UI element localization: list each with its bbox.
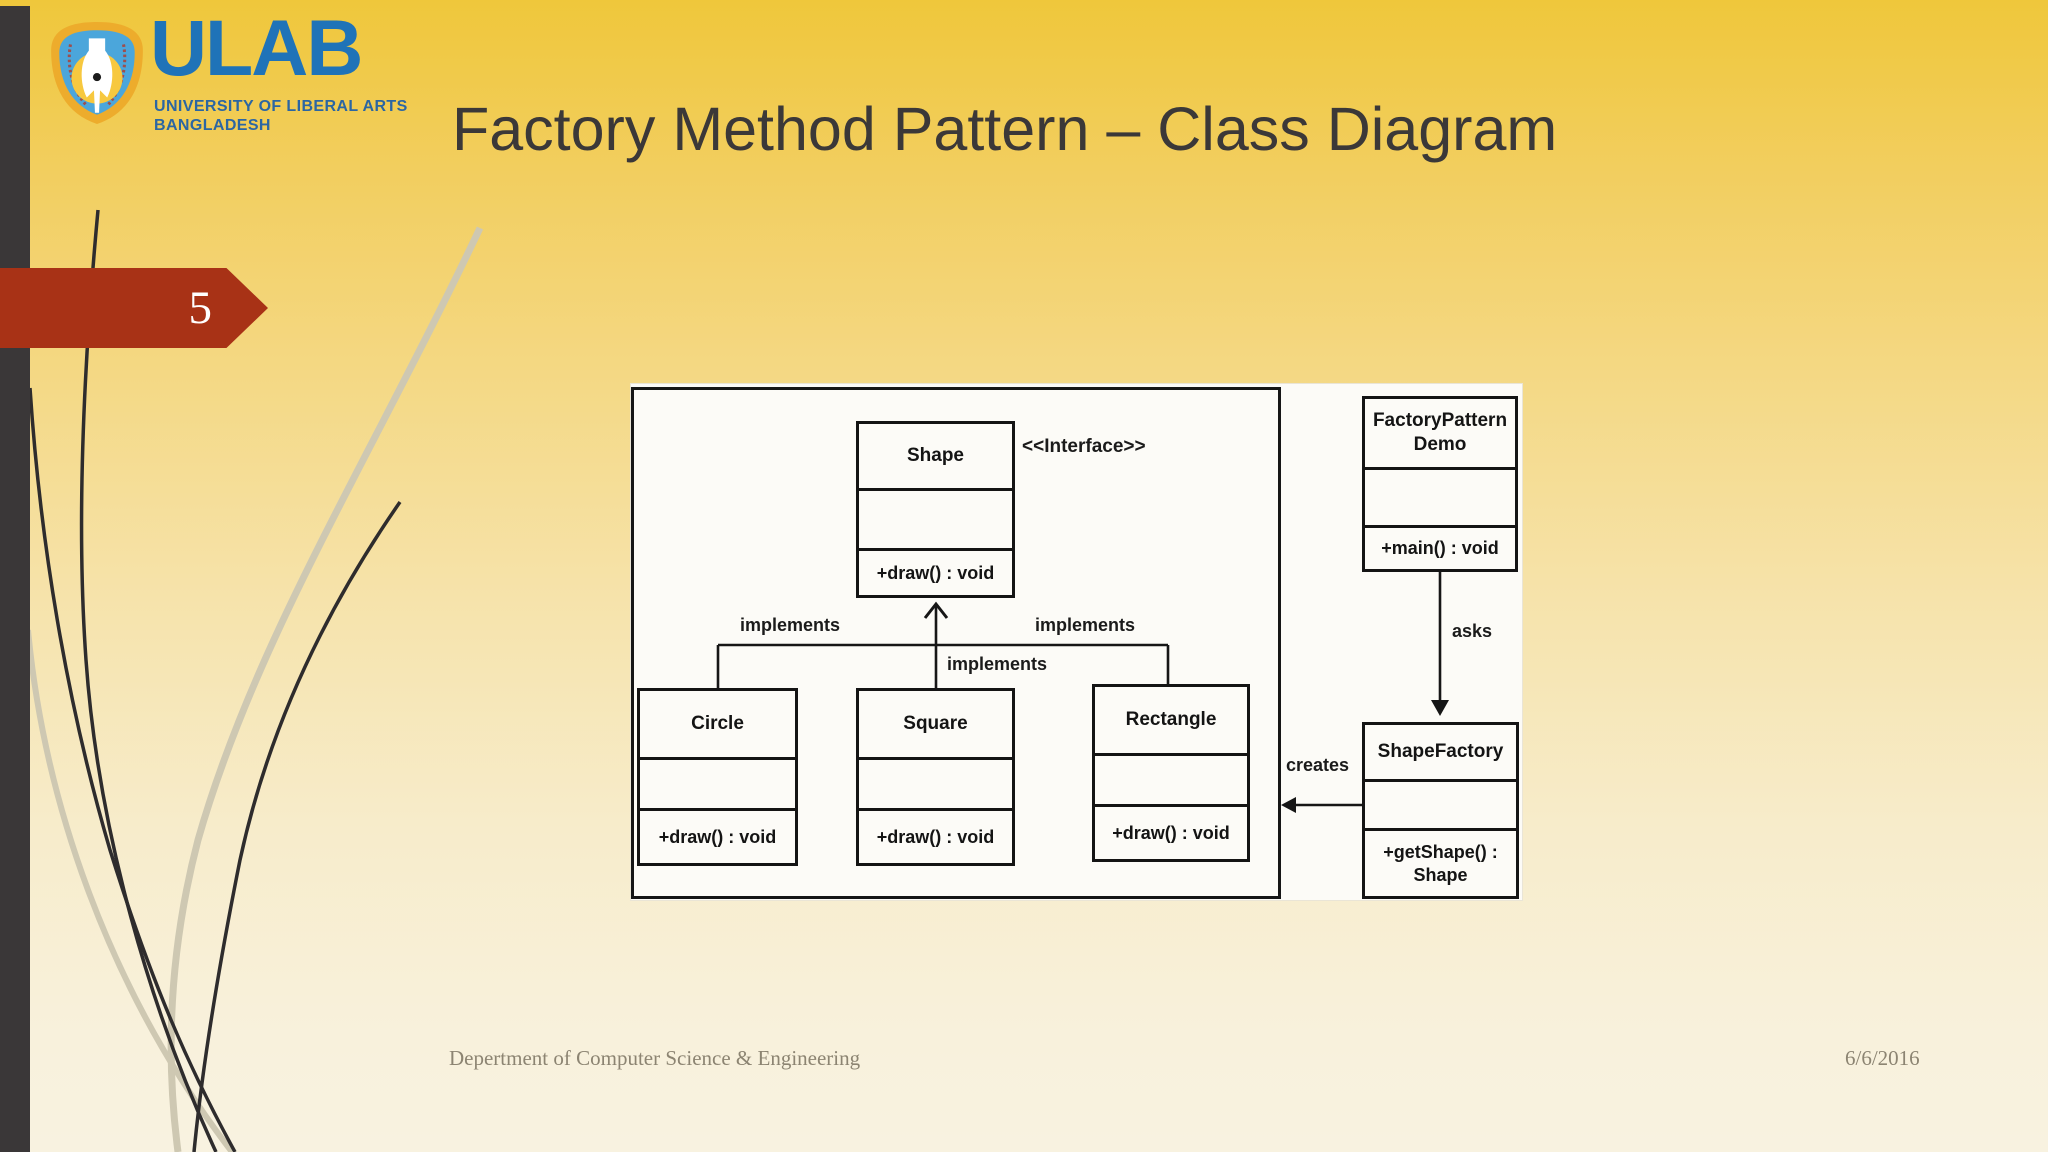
uml-class-factory-pattern-demo: FactoryPattern Demo +main() : void [1362,396,1518,572]
class-methods: +getShape() : Shape [1365,828,1516,896]
creates-arrowhead [1281,797,1296,813]
pen-nib-icon [81,38,113,113]
class-attributes [859,757,1012,808]
asks-label: asks [1452,621,1493,641]
class-methods: +draw() : void [640,808,795,863]
class-name: Rectangle [1125,709,1217,731]
ulab-tagline-line1: UNIVERSITY OF LIBERAL ARTS [154,98,408,115]
class-attributes [1365,779,1516,828]
uml-class-shape: Shape +draw() : void [856,421,1015,598]
implements-label-right: implements [1034,615,1136,635]
page-title: Factory Method Pattern – Class Diagram [452,95,1558,163]
implements-label-middle: implements [946,654,1048,674]
implements-label-left: implements [739,615,841,635]
class-attributes [640,757,795,808]
diagram-outer-frame [631,387,1281,899]
footer-date: 6/6/2016 [1845,1046,1920,1070]
class-name: Shape [906,445,965,467]
ulab-emblem-icon [51,22,143,124]
class-attributes [859,488,1012,548]
left-accent-bar [0,6,30,1152]
asks-arrowhead [1431,700,1449,716]
footer-department: Depertment of Computer Science & Enginee… [449,1046,861,1070]
page-number-badge: 5 [0,268,268,348]
ulab-wordmark: ULAB [150,3,363,92]
class-attributes [1095,753,1247,804]
class-name: Circle [691,713,744,735]
interface-stereotype-label: <<Interface>> [1022,436,1146,457]
class-attributes [1365,467,1515,525]
class-name: ShapeFactory [1377,741,1504,763]
class-methods: +draw() : void [859,808,1012,863]
implements-arrowhead [923,601,949,619]
uml-class-square: Square +draw() : void [856,688,1015,866]
class-methods: +draw() : void [1095,804,1247,859]
uml-class-shape-factory: ShapeFactory +getShape() : Shape [1362,722,1519,899]
uml-class-circle: Circle +draw() : void [637,688,798,866]
uml-class-rectangle: Rectangle +draw() : void [1092,684,1250,862]
class-methods: +main() : void [1365,525,1515,569]
page-number: 5 [188,281,213,334]
class-methods: +draw() : void [859,548,1012,595]
ulab-tagline-line2: BANGLADESH [154,117,271,134]
creates-label: creates [1286,755,1350,775]
class-name: FactoryPattern Demo [1372,410,1508,455]
class-name: Square [903,713,968,735]
